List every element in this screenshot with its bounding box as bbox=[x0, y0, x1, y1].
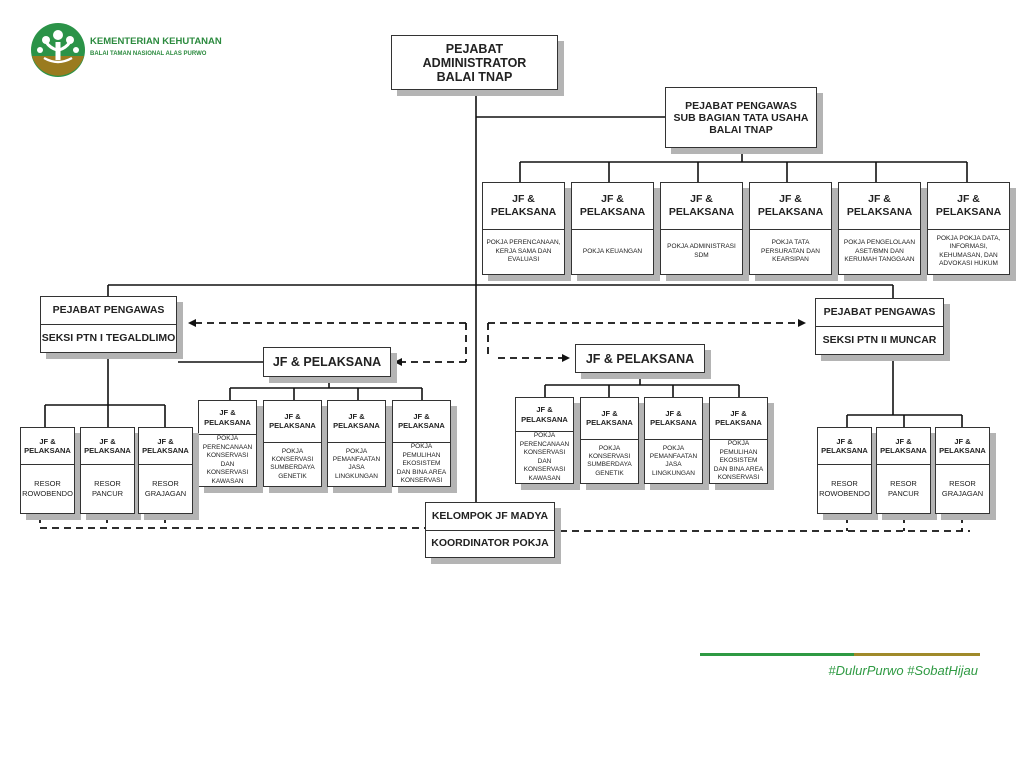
tu-jf-body: POKJA POKJA DATA, INFORMASI, KEHUMASAN, … bbox=[928, 228, 1009, 275]
tu-jf-body: POKJA KEUANGAN bbox=[572, 228, 653, 275]
pokja-body: POKJA KONSERVASI SUMBERDAYA GENETIK bbox=[264, 441, 321, 486]
admin-line-2: ADMINISTRATOR bbox=[422, 55, 527, 70]
pokja-head: JF & PELAKSANA bbox=[204, 408, 251, 427]
pokja-right-box-3: JF & PELAKSANA POKJA PEMANFAATAN JASA LI… bbox=[644, 397, 703, 484]
seksi-right-box: PEJABAT PENGAWAS SEKSI PTN II MUNCAR bbox=[815, 298, 944, 355]
tu-jf-head: JF & PELAKSANA bbox=[668, 192, 735, 218]
resor-head: JF & PELAKSANA bbox=[84, 436, 131, 455]
tu-jf-head: JF & PELAKSANA bbox=[757, 192, 824, 218]
kelompok-jf-head: KELOMPOK JF MADYA bbox=[431, 509, 549, 522]
pokja-left-box-4: JF & PELAKSANA POKJA PEMULIHAN EKOSISTEM… bbox=[392, 400, 451, 487]
sub-bagian-line-3: BALAI TNAP bbox=[709, 123, 773, 136]
pokja-body: POKJA PERENCANAAN KONSERVASI DAN KONSERV… bbox=[516, 431, 573, 483]
resor-head: JF & PELAKSANA bbox=[821, 436, 868, 455]
footer-divider bbox=[700, 653, 980, 656]
jf-pelaksana-left: JF & PELAKSANA bbox=[263, 347, 391, 377]
pokja-head: JF & PELAKSANA bbox=[715, 409, 762, 428]
tu-jf-box-1: JF & PELAKSANA POKJA PERENCANAAN, KERJA … bbox=[482, 182, 565, 275]
seksi-left-body: SEKSI PTN I TEGALDLIMO bbox=[41, 324, 176, 352]
pokja-head: JF & PELAKSANA bbox=[586, 409, 633, 428]
tu-jf-head: JF & PELAKSANA bbox=[935, 192, 1002, 218]
pokja-body: POKJA PERENCANAAN KONSERVASI DAN KONSERV… bbox=[199, 434, 256, 486]
org-name: KEMENTERIAN KEHUTANAN bbox=[90, 36, 222, 47]
tu-jf-head: JF & PELAKSANA bbox=[846, 192, 913, 218]
resor-head: JF & PELAKSANA bbox=[142, 436, 189, 455]
pokja-head: JF & PELAKSANA bbox=[269, 412, 316, 431]
resor-head: JF & PELAKSANA bbox=[939, 436, 986, 455]
tu-jf-body: POKJA TATA PERSURATAN DAN KEARSIPAN bbox=[750, 228, 831, 275]
pokja-body: POKJA KONSERVASI SUMBERDAYA GENETIK bbox=[581, 438, 638, 483]
jf-pelaksana-left-label: JF & PELAKSANA bbox=[272, 355, 382, 369]
tree-leaf-emblem-icon bbox=[31, 23, 85, 77]
tu-jf-box-4: JF & PELAKSANA POKJA TATA PERSURATAN DAN… bbox=[749, 182, 832, 275]
pokja-body: POKJA PEMULIHAN EKOSISTEM DAN BINA AREA … bbox=[710, 438, 767, 483]
resor-body: RESOR PANCUR bbox=[81, 464, 134, 513]
footer-hashtags: #DulurPurwo #SobatHijau bbox=[828, 663, 978, 678]
resor-left-box-1: JF & PELAKSANA RESOR ROWOBENDO bbox=[20, 427, 75, 514]
resor-body: RESOR GRAJAGAN bbox=[139, 464, 192, 513]
admin-line-3: BALAI TNAP bbox=[436, 69, 513, 84]
pokja-body: POKJA PEMANFAATAN JASA LINGKUNGAN bbox=[645, 438, 702, 483]
resor-body: RESOR ROWOBENDO bbox=[21, 464, 74, 513]
admin-box: PEJABAT ADMINISTRATOR BALAI TNAP bbox=[391, 35, 558, 90]
tu-jf-box-5: JF & PELAKSANA POKJA PENGELOLAAN ASET/BM… bbox=[838, 182, 921, 275]
resor-head: JF & PELAKSANA bbox=[24, 436, 71, 455]
seksi-left-head: PEJABAT PENGAWAS bbox=[52, 303, 165, 316]
tu-jf-box-3: JF & PELAKSANA POKJA ADMINISTRASI SDM bbox=[660, 182, 743, 275]
pokja-head: JF & PELAKSANA bbox=[333, 412, 380, 431]
tu-jf-head: JF & PELAKSANA bbox=[579, 192, 646, 218]
resor-body: RESOR PANCUR bbox=[877, 464, 930, 513]
pokja-head: JF & PELAKSANA bbox=[521, 405, 568, 424]
tu-jf-body: POKJA ADMINISTRASI SDM bbox=[661, 228, 742, 275]
pokja-left-box-3: JF & PELAKSANA POKJA PEMANFAATAN JASA LI… bbox=[327, 400, 386, 487]
resor-right-box-3: JF & PELAKSANA RESOR GRAJAGAN bbox=[935, 427, 990, 514]
tu-jf-box-2: JF & PELAKSANA POKJA KEUANGAN bbox=[571, 182, 654, 275]
resor-head: JF & PELAKSANA bbox=[880, 436, 927, 455]
resor-left-box-3: JF & PELAKSANA RESOR GRAJAGAN bbox=[138, 427, 193, 514]
seksi-right-body: SEKSI PTN II MUNCAR bbox=[816, 326, 943, 354]
kelompok-jf-box: KELOMPOK JF MADYA KOORDINATOR POKJA bbox=[425, 502, 555, 558]
resor-right-box-2: JF & PELAKSANA RESOR PANCUR bbox=[876, 427, 931, 514]
resor-body: RESOR GRAJAGAN bbox=[936, 464, 989, 513]
resor-right-box-1: JF & PELAKSANA RESOR ROWOBENDO bbox=[817, 427, 872, 514]
seksi-right-head: PEJABAT PENGAWAS bbox=[823, 305, 936, 318]
pokja-right-box-2: JF & PELAKSANA POKJA KONSERVASI SUMBERDA… bbox=[580, 397, 639, 484]
jf-pelaksana-right-label: JF & PELAKSANA bbox=[585, 351, 695, 366]
seksi-left-box: PEJABAT PENGAWAS SEKSI PTN I TEGALDLIMO bbox=[40, 296, 177, 353]
logo: KEMENTERIAN KEHUTANAN BALAI TAMAN NASION… bbox=[30, 22, 230, 80]
pokja-right-box-4: JF & PELAKSANA POKJA PEMULIHAN EKOSISTEM… bbox=[709, 397, 768, 484]
sub-bagian-line-2: SUB BAGIAN TATA USAHA bbox=[673, 111, 809, 124]
jf-pelaksana-right: JF & PELAKSANA bbox=[575, 344, 705, 373]
tu-jf-body: POKJA PERENCANAAN, KERJA SAMA DAN EVALUA… bbox=[483, 228, 564, 275]
resor-body: RESOR ROWOBENDO bbox=[818, 464, 871, 513]
pokja-body: POKJA PEMULIHAN EKOSISTEM DAN BINA AREA … bbox=[393, 441, 450, 486]
pokja-head: JF & PELAKSANA bbox=[398, 412, 445, 431]
admin-line-1: PEJABAT bbox=[445, 41, 504, 56]
pokja-right-box-1: JF & PELAKSANA POKJA PERENCANAAN KONSERV… bbox=[515, 397, 574, 484]
org-subtitle: BALAI TAMAN NASIONAL ALAS PURWO bbox=[90, 51, 207, 57]
pokja-body: POKJA PEMANFAATAN JASA LINGKUNGAN bbox=[328, 441, 385, 486]
kelompok-jf-body: KOORDINATOR POKJA bbox=[426, 529, 554, 558]
sub-bagian-line-1: PEJABAT PENGAWAS bbox=[685, 99, 797, 112]
tu-jf-box-6: JF & PELAKSANA POKJA POKJA DATA, INFORMA… bbox=[927, 182, 1010, 275]
sub-bagian-box: PEJABAT PENGAWAS SUB BAGIAN TATA USAHA B… bbox=[665, 87, 817, 148]
resor-left-box-2: JF & PELAKSANA RESOR PANCUR bbox=[80, 427, 135, 514]
pokja-left-box-1: JF & PELAKSANA POKJA PERENCANAAN KONSERV… bbox=[198, 400, 257, 487]
pokja-left-box-2: JF & PELAKSANA POKJA KONSERVASI SUMBERDA… bbox=[263, 400, 322, 487]
tu-jf-head: JF & PELAKSANA bbox=[490, 192, 557, 218]
pokja-head: JF & PELAKSANA bbox=[650, 409, 697, 428]
tu-jf-body: POKJA PENGELOLAAN ASET/BMN DAN KERUMAH T… bbox=[839, 228, 920, 275]
